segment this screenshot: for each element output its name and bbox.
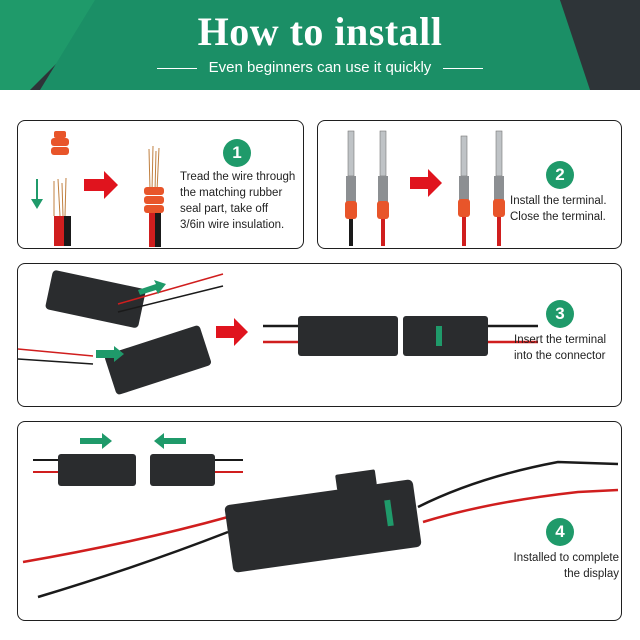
rubber-seal-icon [51,131,69,155]
step-4-text: Installed to complete the display [513,552,619,580]
subtitle-text: Even beginners can use it quickly [208,59,432,76]
red-arrow-icon [216,318,248,346]
connector-insertion-icon [17,270,224,395]
header-banner: How to install Even beginners can use it… [0,0,640,90]
step-2-illustration [345,130,505,246]
subtitle-right-rule [443,67,484,69]
step-3-illustration [17,270,538,395]
banner-background [0,0,640,90]
step-4-number-badge: 4 [546,518,574,546]
step-2-number-badge: 2 [546,161,574,189]
separated-connectors-icon [263,316,538,356]
step-4-illustration [22,433,619,599]
page-title: How to install [197,9,443,54]
step-1-illustration [31,131,164,247]
closed-terminal-icon [458,130,505,246]
small-connector-pair-icon [33,433,243,486]
step-4-panel: 4 Installed to complete the display [17,421,622,621]
wire-with-seal-icon [144,145,164,247]
open-terminal-icon [345,130,389,246]
step-2-text: Install the terminal. Close the terminal… [510,195,607,223]
page-subtitle: Even beginners can use it quickly [0,59,640,76]
step-1-number-badge: 1 [223,139,251,167]
step-1-text: Tread the wire through the matching rubb… [180,171,296,231]
right-arrow-icon [80,433,112,449]
down-arrow-icon [31,179,43,209]
stripped-wire-icon [53,177,71,246]
step-1-panel: 1 Tread the wire through the matching ru… [17,120,304,249]
step-3-text: Insert the terminal into the connector [514,334,607,362]
step-3-panel: 3 Insert the terminal into the connector [17,263,622,407]
step-3-number-badge: 3 [546,300,574,328]
large-connected-connector-icon [22,460,619,599]
subtitle-left-rule [156,67,197,69]
red-arrow-icon [84,171,118,199]
left-arrow-icon [154,433,186,449]
red-arrow-icon [410,169,442,197]
step-2-panel: 2 Install the terminal. Close the termin… [317,120,622,249]
